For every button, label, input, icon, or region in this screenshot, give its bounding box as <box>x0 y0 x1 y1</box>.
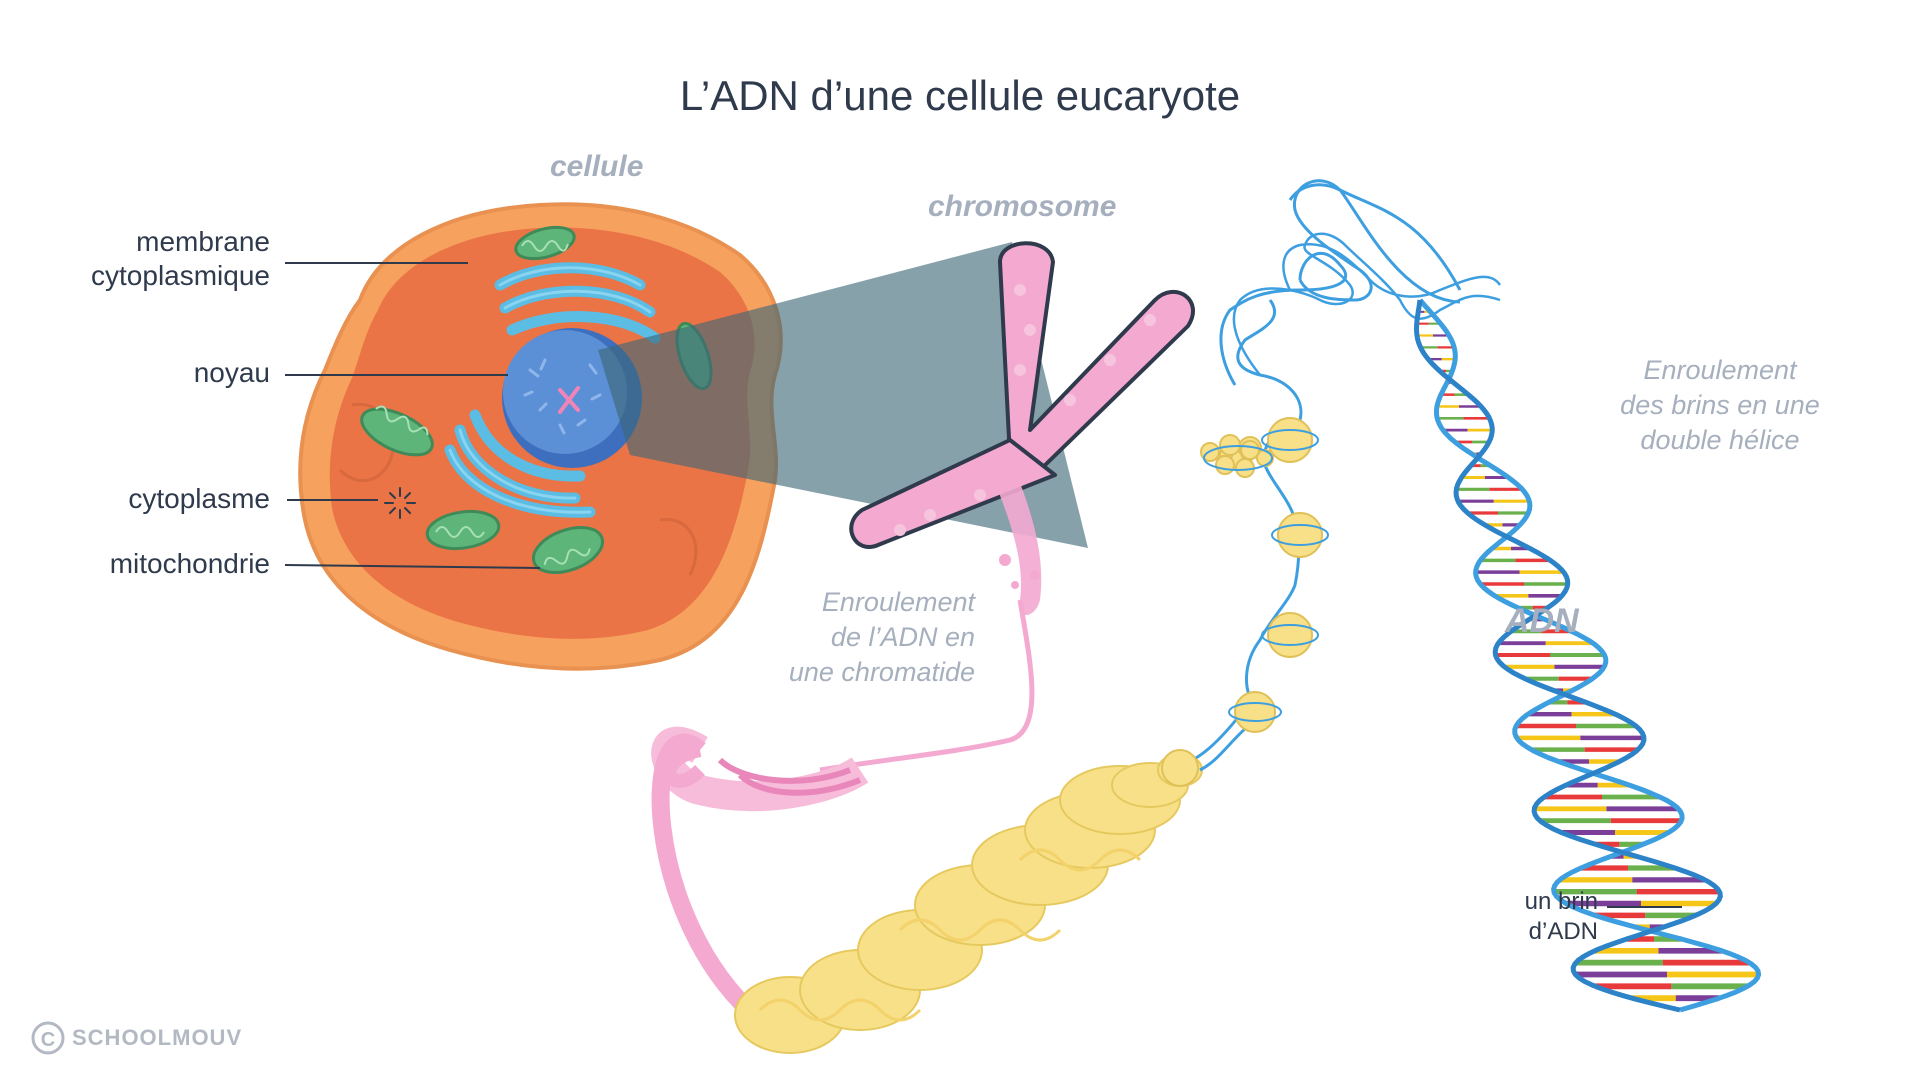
leader-lines <box>284 262 1682 908</box>
mitochondrion <box>360 405 434 457</box>
nucleus-chromosome <box>558 386 580 414</box>
mitochondrion <box>425 509 501 551</box>
dna-backbone <box>1418 298 1762 1013</box>
chromosome <box>849 241 1195 549</box>
label-helice-line3: double hélice <box>1640 425 1800 455</box>
nucleosome-wrap <box>1203 429 1329 722</box>
dna-loop <box>1232 232 1501 376</box>
page-title: L’ADN d’une cellule eucaryote <box>679 72 1241 119</box>
label-brin-line2: d’ADN <box>1528 918 1598 945</box>
cytoplasm-marker <box>384 487 416 519</box>
eukaryotic-cell <box>298 202 783 671</box>
dna-backbone <box>1413 299 1723 1013</box>
label-noyau: noyau <box>193 357 270 388</box>
label-mitochondrie: mitochondrie <box>109 548 270 579</box>
label-cytoplasme: cytoplasme <box>128 483 270 514</box>
label-cellule: cellule <box>550 150 644 183</box>
label-chromatide-line1: Enroulement <box>821 587 975 617</box>
endoplasmic-reticulum <box>444 262 661 518</box>
svg-text:C: C <box>41 1029 55 1051</box>
label-membrane-line2: cytoplasmique <box>91 260 270 291</box>
mitochondrion <box>514 225 576 261</box>
chromatid-fraying <box>990 470 1042 615</box>
chromatin-texture <box>758 848 1142 1022</box>
chromatid-thread <box>819 599 1035 773</box>
chromosome-texture <box>894 284 1156 536</box>
label-brin-line1: un brin <box>1524 888 1598 915</box>
label-chromatide-line2: de l’ADN en <box>830 622 975 652</box>
watermark: SCHOOLMOUV <box>72 1025 243 1050</box>
chromatid-coil <box>651 726 869 1027</box>
copyright-icon <box>31 1021 65 1055</box>
label-helice-line2: des brins en une <box>1620 390 1820 420</box>
label-chromatide-line3: une chromatide <box>788 657 975 687</box>
nucleosome-chain <box>1179 179 1462 772</box>
leader-mitochondrie <box>284 564 541 569</box>
label-helice-line1: Enroulement <box>1643 355 1797 385</box>
label-chromosome: chromosome <box>928 190 1117 223</box>
label-membrane-line1: membrane <box>136 226 270 257</box>
mitochondrion <box>531 526 605 574</box>
dna-loop-top <box>1282 242 1502 298</box>
label-adn: ADN <box>1505 602 1579 640</box>
dna-double-helix <box>1413 298 1762 1013</box>
